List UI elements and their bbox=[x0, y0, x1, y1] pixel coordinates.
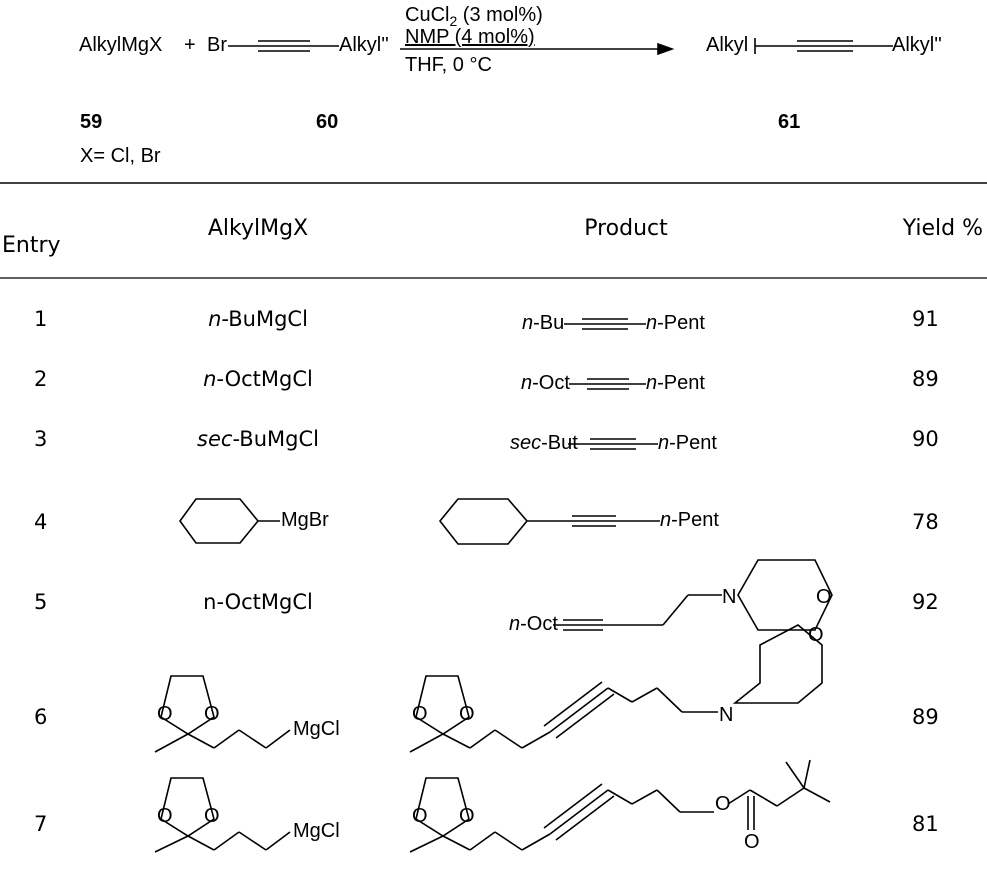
row7-reagent-mgcl: MgCl bbox=[293, 820, 340, 842]
reagent-cell: n-OctMgCl bbox=[203, 590, 313, 614]
yield-value: 91 bbox=[912, 307, 939, 331]
reagent-cell: sec-BuMgCl bbox=[197, 427, 319, 451]
row5-product-o: O bbox=[816, 586, 832, 608]
product-right: n-Pent bbox=[646, 372, 705, 394]
row6-reagent-mgcl: MgCl bbox=[293, 718, 340, 740]
header-alkylmgx: AlkylMgX bbox=[207, 216, 309, 241]
product-alkyl2: Alkyl'' bbox=[892, 34, 942, 56]
header-entry: Entry bbox=[2, 233, 61, 258]
row7-product-ester-o: O bbox=[715, 793, 731, 815]
compound-label-60: 60 bbox=[316, 111, 339, 133]
condition-thf: THF, 0 °C bbox=[405, 54, 492, 76]
yield-value: 92 bbox=[912, 590, 939, 614]
row7-product-carbonyl-o: O bbox=[744, 831, 760, 853]
entry-number: 3 bbox=[34, 427, 48, 451]
reactant-alkylmgx: AlkylMgX bbox=[79, 34, 163, 56]
product-left: n-Oct bbox=[521, 372, 570, 394]
yield-value: 89 bbox=[912, 705, 939, 729]
row6-product-n: N bbox=[719, 704, 733, 726]
row7-product-o1: O bbox=[412, 805, 428, 827]
entry-number: 7 bbox=[34, 812, 48, 836]
row7-reagent-o2: O bbox=[204, 805, 220, 827]
product-right: n-Pent bbox=[646, 312, 705, 334]
reagent-cell: n-BuMgCl bbox=[208, 307, 308, 331]
product-left: sec-But bbox=[510, 432, 578, 454]
reactant-br: Br bbox=[207, 34, 227, 56]
row7-product-o2: O bbox=[459, 805, 475, 827]
header-yield: Yield % bbox=[902, 216, 983, 241]
condition-cucl2: CuCl2 (3 mol%) bbox=[405, 4, 543, 29]
row6-reagent-o2: O bbox=[204, 703, 220, 725]
header-product: Product bbox=[584, 216, 668, 241]
reaction-arrowhead bbox=[657, 42, 675, 56]
entry-number: 1 bbox=[34, 307, 48, 331]
compound-label-61: 61 bbox=[778, 111, 801, 133]
product-alkyl: Alkyl bbox=[706, 34, 749, 56]
compound-label-59: 59 bbox=[80, 111, 103, 133]
plus-sign: + bbox=[184, 34, 196, 56]
row6-reagent-o1: O bbox=[157, 703, 173, 725]
row6-morpholine-ring bbox=[732, 624, 823, 704]
halide-note: X= Cl, Br bbox=[80, 145, 161, 167]
row7-reagent-dioxolane-ring bbox=[160, 777, 215, 837]
yield-value: 78 bbox=[912, 510, 939, 534]
product-right: n-Pent bbox=[660, 509, 719, 531]
condition-nmp: NMP (4 mol%) bbox=[405, 26, 535, 48]
yield-value: 89 bbox=[912, 367, 939, 391]
yield-value: 90 bbox=[912, 427, 939, 451]
reactant-alkyl2: Alkyl'' bbox=[339, 34, 389, 56]
entry-number: 4 bbox=[34, 510, 48, 534]
entry-number: 2 bbox=[34, 367, 48, 391]
row5-morpholine-ring bbox=[737, 559, 833, 631]
product-left: n-Bu bbox=[522, 312, 565, 334]
entry-number: 5 bbox=[34, 590, 48, 614]
row4-reagent-cyclopentane-ring bbox=[179, 498, 260, 544]
row6-product-dioxolane-ring bbox=[415, 675, 470, 735]
reagent-cell: n-OctMgCl bbox=[203, 367, 313, 391]
row6-product-o2: O bbox=[459, 703, 475, 725]
reagent-mgbr: MgBr bbox=[281, 509, 329, 531]
yield-value: 81 bbox=[912, 812, 939, 836]
product-right: n-Pent bbox=[658, 432, 717, 454]
row4-product-cyclopentane-ring bbox=[438, 498, 529, 545]
row7-reagent-o1: O bbox=[157, 805, 173, 827]
entry-number: 6 bbox=[34, 705, 48, 729]
row5-product-n: N bbox=[722, 586, 736, 608]
product-left: n-Oct bbox=[509, 613, 558, 635]
row6-product-o: O bbox=[808, 624, 824, 646]
row7-product-dioxolane-ring bbox=[415, 777, 470, 837]
row6-product-o1: O bbox=[412, 703, 428, 725]
row6-reagent-dioxolane-ring bbox=[160, 675, 215, 735]
